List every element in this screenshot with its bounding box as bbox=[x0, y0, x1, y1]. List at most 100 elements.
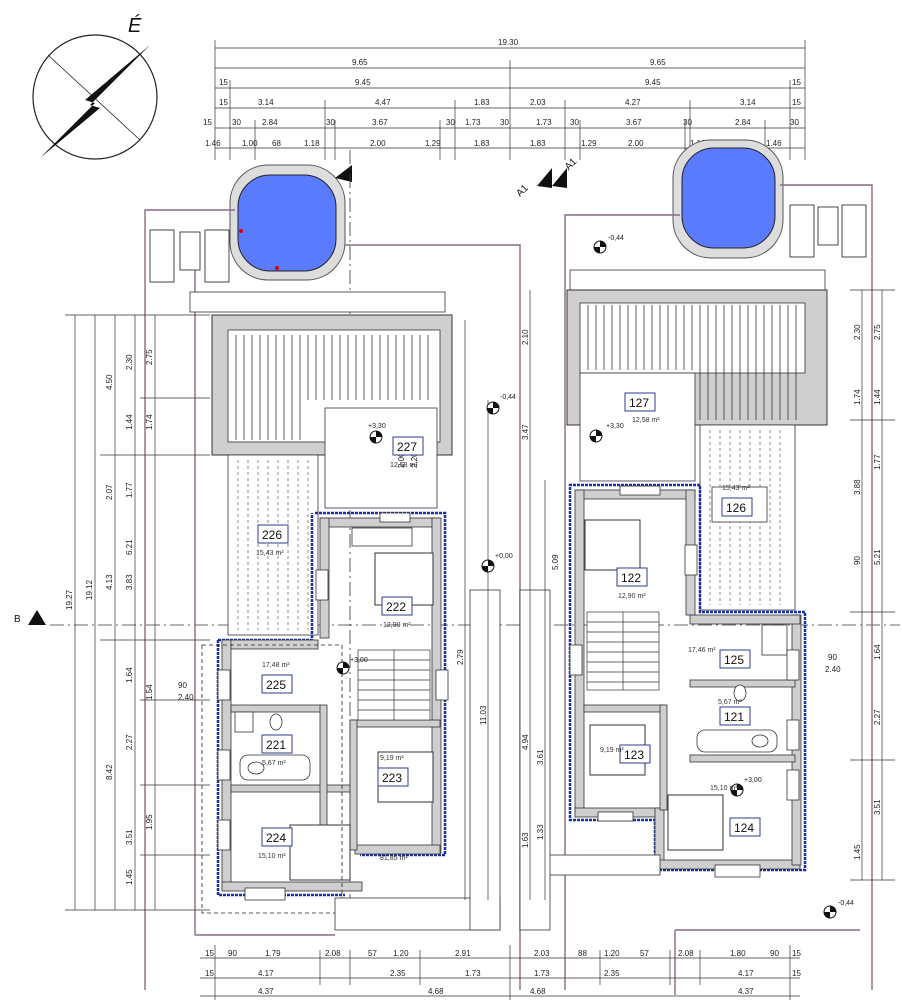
bottom-dimension-labels: 15 90 1.79 2.08 57 1.20 2.91 2.03 88 1.2… bbox=[205, 949, 801, 996]
dim-label: 1.95 bbox=[145, 814, 154, 830]
room-number: 123 bbox=[624, 748, 644, 762]
center-dimension-labels: 2.10 3.47 11.03 2.79 3.61 4.94 1.33 1.63… bbox=[397, 329, 560, 848]
dim-label: 1.80 bbox=[730, 949, 746, 958]
room-number: 126 bbox=[726, 501, 746, 515]
room-number: 121 bbox=[724, 710, 744, 724]
dim-label: 2.79 bbox=[456, 649, 465, 665]
dim-label: 1.45 bbox=[853, 844, 862, 860]
dim-label: 6.21 bbox=[125, 539, 134, 555]
dim-label: 2.91 bbox=[455, 949, 471, 958]
room-number: 222 bbox=[386, 600, 406, 614]
room-number: 221 bbox=[266, 738, 286, 752]
dim-label: 1.73 bbox=[465, 118, 481, 127]
level-markers: +3,30 +3,30 -0,44 -0,44 -0,44 +0,00 +3,0… bbox=[336, 235, 854, 919]
house-right bbox=[519, 269, 828, 931]
dim-label: 57 bbox=[640, 949, 649, 958]
dim-label: 2.10 bbox=[521, 329, 530, 345]
room-number: 227 bbox=[397, 440, 417, 454]
dim-label: 90 bbox=[828, 653, 837, 662]
dim-label: 2.03 bbox=[534, 949, 550, 958]
room-area: 9,19 m² bbox=[600, 747, 624, 754]
dim-label: 2.30 bbox=[125, 354, 134, 370]
dim-label: 3.83 bbox=[125, 574, 134, 590]
level-marker bbox=[369, 430, 383, 444]
dim-label: 1.18 bbox=[304, 139, 320, 148]
dim-label: 30 bbox=[790, 118, 799, 127]
dim-label: 9.65 bbox=[352, 58, 368, 67]
room-area: 15,43 m² bbox=[722, 485, 750, 492]
dim-label: 3.88 bbox=[853, 479, 862, 495]
dim-label: 2.20 bbox=[410, 452, 419, 468]
dim-label: 57 bbox=[368, 949, 377, 958]
dim-label: 2.07 bbox=[105, 484, 114, 500]
dim-label: 2.27 bbox=[125, 734, 134, 750]
dim-label: 9.45 bbox=[355, 78, 371, 87]
dim-label: 4.17 bbox=[738, 969, 754, 978]
dim-label: 4.17 bbox=[258, 969, 274, 978]
level-marker bbox=[486, 401, 500, 415]
dim-label: 2.35 bbox=[390, 969, 406, 978]
top-dimension-labels: 19.30 9.65 9.65 15 9.45 9.45 15 15 3.14 … bbox=[203, 38, 801, 148]
room-number: 225 bbox=[266, 678, 286, 692]
dim-label: 90 bbox=[178, 681, 187, 690]
dim-label: 30 bbox=[232, 118, 241, 127]
level-label: +3,30 bbox=[368, 423, 386, 430]
dim-label: 15 bbox=[205, 949, 214, 958]
level-label: +0,00 bbox=[495, 553, 513, 560]
dim-label: 1.29 bbox=[425, 139, 441, 148]
room-number: 124 bbox=[734, 821, 754, 835]
dim-label: 3.47 bbox=[521, 424, 530, 440]
room-number: 122 bbox=[621, 571, 641, 585]
level-label: +3,30 bbox=[606, 423, 624, 430]
dim-label: 4.94 bbox=[521, 734, 530, 750]
dim-label: 3.14 bbox=[258, 98, 274, 107]
room-area: 12,90 m² bbox=[618, 593, 646, 600]
dim-label: 1.33 bbox=[536, 824, 545, 840]
dim-label: 1.83 bbox=[530, 139, 546, 148]
left-dimensions bbox=[65, 314, 210, 911]
room-area: 9,19 m² bbox=[380, 755, 404, 762]
house-left bbox=[189, 291, 501, 931]
total-area-label: 81,85 m² bbox=[380, 855, 408, 862]
room-area: 17,48 m² bbox=[262, 662, 290, 669]
dim-label: 1.54 bbox=[145, 684, 154, 700]
dim-label: 3.51 bbox=[873, 799, 882, 815]
room-area: 12,58 m² bbox=[390, 462, 418, 469]
dim-label: 8.42 bbox=[105, 764, 114, 780]
dim-label: 3.51 bbox=[125, 829, 134, 845]
dim-label: 9.45 bbox=[645, 78, 661, 87]
level-label: +3,00 bbox=[744, 777, 762, 784]
room-227: 227 12,58 m² bbox=[390, 436, 424, 469]
dim-label: 90 bbox=[770, 949, 779, 958]
pool-left bbox=[229, 164, 346, 281]
dim-label: 1.83 bbox=[474, 98, 490, 107]
dim-label: 2.27 bbox=[873, 709, 882, 725]
level-marker bbox=[336, 661, 350, 675]
room-area: 15,10 m² bbox=[258, 853, 286, 860]
dim-label: 2.35 bbox=[604, 969, 620, 978]
room-225: 225 17,48 m² bbox=[261, 662, 293, 694]
dim-label: 15 bbox=[792, 78, 801, 87]
dim-label: 1.46 bbox=[766, 139, 782, 148]
pool-right bbox=[672, 139, 784, 259]
room-area: 15,43 m² bbox=[256, 550, 284, 557]
dim-label: 2.75 bbox=[873, 324, 882, 340]
dim-label: 2.30 bbox=[853, 324, 862, 340]
level-marker bbox=[481, 559, 495, 573]
dim-label: 1.29 bbox=[581, 139, 597, 148]
dim-label: 4.50 bbox=[105, 374, 114, 390]
dim-label: 15 bbox=[792, 98, 801, 107]
dim-label: 30 bbox=[500, 118, 509, 127]
dim-label: 15 bbox=[792, 949, 801, 958]
dim-label: 4.68 bbox=[428, 987, 444, 996]
dim-label: 4.37 bbox=[258, 987, 274, 996]
dim-total: 19.30 bbox=[498, 38, 519, 47]
dim-label: 30 bbox=[570, 118, 579, 127]
dim-label: 1.73 bbox=[536, 118, 552, 127]
